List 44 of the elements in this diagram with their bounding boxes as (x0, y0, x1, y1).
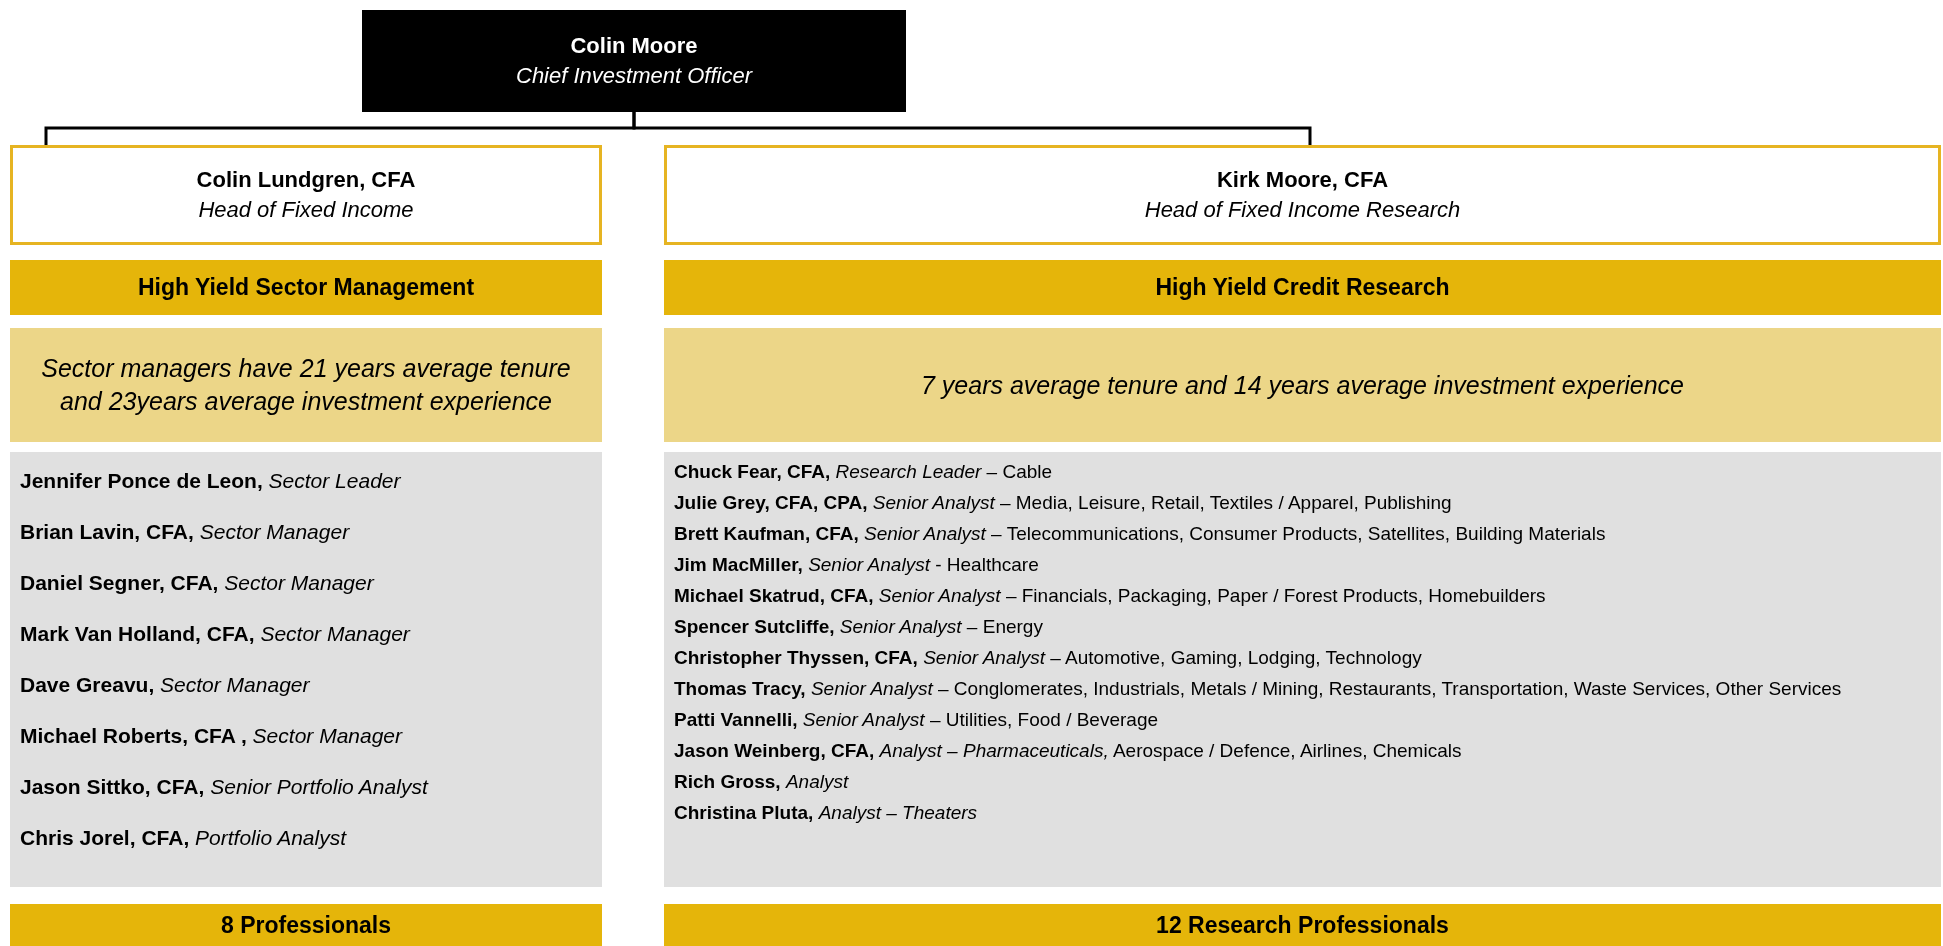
staff-entry: Daniel Segner, CFA, Sector Manager (20, 570, 376, 596)
staff-entry: Jason Weinberg, CFA, Analyst – Pharmaceuticals, Aerospace / Defence, Airlines, Chemicals (674, 739, 1463, 763)
staff-entry: Christopher Thyssen, CFA, Senior Analyst – Automotive, Gaming, Lodging, Technology (674, 646, 1423, 670)
node-subtitle: Chief Investment Officer (516, 62, 752, 90)
staff-entry: Michael Roberts, CFA , Sector Manager (20, 723, 404, 749)
node-subtitle: Head of Fixed Income (198, 196, 414, 224)
staff-entry: Chris Jorel, CFA, Portfolio Analyst (20, 825, 348, 851)
header-band (10, 260, 602, 315)
connector-line (632, 112, 1312, 145)
node-title: Kirk Moore, CFA (1216, 166, 1389, 194)
band-title: 12 Research Professionals (1156, 911, 1449, 939)
note-band (664, 328, 1941, 442)
staff-entry: Christina Pluta, Analyst – Theaters (674, 801, 979, 825)
header-band (664, 260, 1941, 315)
note-band (10, 328, 602, 442)
org-box (664, 145, 1941, 245)
band-title: High Yield Credit Research (1155, 274, 1450, 301)
staff-entry: Spencer Sutcliffe, Senior Analyst – Energy (674, 615, 1044, 639)
node-title: Colin Moore (570, 32, 698, 60)
staff-entry: Chuck Fear, CFA, Research Leader – Cable (674, 460, 1054, 484)
band-title: High Yield Sector Management (137, 274, 475, 301)
staff-entry: Dave Greavu, Sector Manager (20, 672, 311, 698)
header-band (10, 904, 602, 946)
staff-entry: Thomas Tracy, Senior Analyst – Conglomerates, Industrials, Metals / Mining, Restaurants, Transportation, Waste Services, Other Services (674, 677, 1843, 701)
staff-entry: Michael Skatrud, CFA, Senior Analyst – Financials, Packaging, Paper / Forest Products, Homebuilders (674, 584, 1547, 608)
node-subtitle: Head of Fixed Income Research (1144, 196, 1461, 224)
staff-entry: Brian Lavin, CFA, Sector Manager (20, 519, 351, 545)
org-box (10, 145, 602, 245)
header-band (664, 904, 1941, 946)
staff-entry: Brett Kaufman, CFA, Senior Analyst – Telecommunications, Consumer Products, Satellites, Building Materials (674, 522, 1607, 546)
staff-entry: Julie Grey, CFA, CPA, Senior Analyst – Media, Leisure, Retail, Textiles / Apparel, Publishing (674, 491, 1453, 515)
staff-entry: Rich Gross, Analyst (674, 770, 850, 794)
list-panel (664, 452, 1941, 887)
list-panel (10, 452, 602, 887)
staff-entry: Patti Vannelli, Senior Analyst – Utilities, Food / Beverage (674, 708, 1160, 732)
staff-entry: Mark Van Holland, CFA, Sector Manager (20, 621, 412, 647)
note-text: 7 years average tenure and 14 years average investment experience (921, 369, 1684, 401)
staff-entry: Jason Sittko, CFA, Senior Portfolio Analyst (20, 774, 430, 800)
org-box (362, 10, 906, 112)
note-text: Sector managers have 21 years average tenure and 23years average investment experience (40, 353, 572, 417)
node-title: Colin Lundgren, CFA (196, 166, 416, 194)
staff-entry: Jennifer Ponce de Leon, Sector Leader (20, 468, 402, 494)
staff-entry: Jim MacMiller, Senior Analyst - Healthcare (674, 553, 1040, 577)
band-title: 8 Professionals (221, 911, 391, 939)
